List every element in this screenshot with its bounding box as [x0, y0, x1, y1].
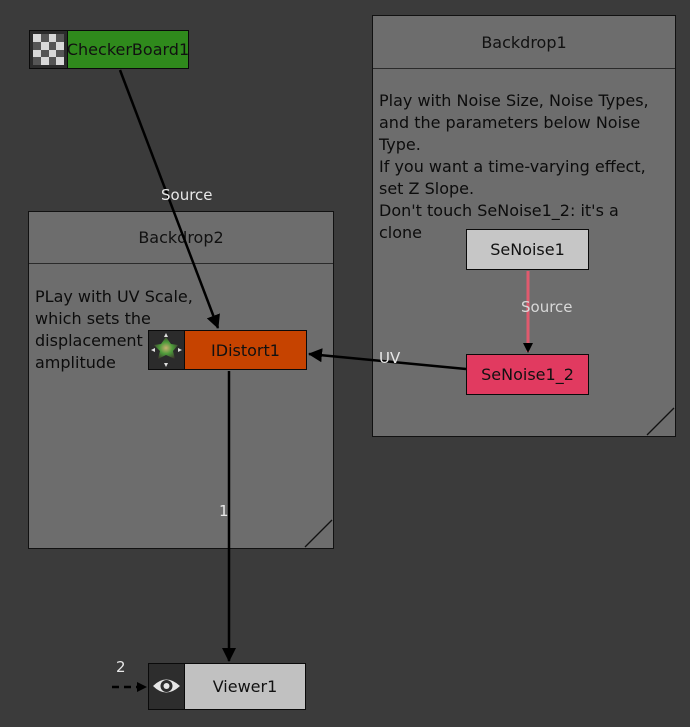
resize-handle[interactable] [645, 406, 675, 436]
viewer-node[interactable]: Viewer1 [184, 663, 306, 710]
edge-label-source: Source [161, 186, 213, 204]
edge-label-source: Source [521, 298, 573, 316]
backdrop-note: PLay with UV Scale, which sets the displ… [35, 287, 193, 372]
checkerboard-node[interactable]: CheckerBoard1 [67, 30, 189, 69]
edge-label-input-2: 2 [116, 658, 126, 676]
edge-label-uv: UV [379, 349, 401, 367]
backdrop-title: Backdrop1 [373, 16, 675, 69]
edge-label-input-1: 1 [219, 502, 229, 520]
eye-icon [148, 663, 185, 710]
edge-source-checker [118, 69, 220, 329]
distort-icon [148, 330, 185, 370]
edge-uv [308, 348, 467, 371]
backdrop-2[interactable]: Backdrop2 PLay with UV Scale, which sets… [28, 211, 334, 549]
checkerboard-icon [29, 30, 68, 69]
backdrop-title: Backdrop2 [29, 212, 333, 264]
idistort-node[interactable]: IDistort1 [184, 330, 307, 370]
resize-handle[interactable] [303, 518, 333, 548]
senoise-node[interactable]: SeNoise1 [466, 229, 589, 270]
senoise-clone-node[interactable]: SeNoise1_2 [466, 354, 589, 395]
backdrop-note: Play with Noise Size, Noise Types, and t… [379, 91, 649, 242]
